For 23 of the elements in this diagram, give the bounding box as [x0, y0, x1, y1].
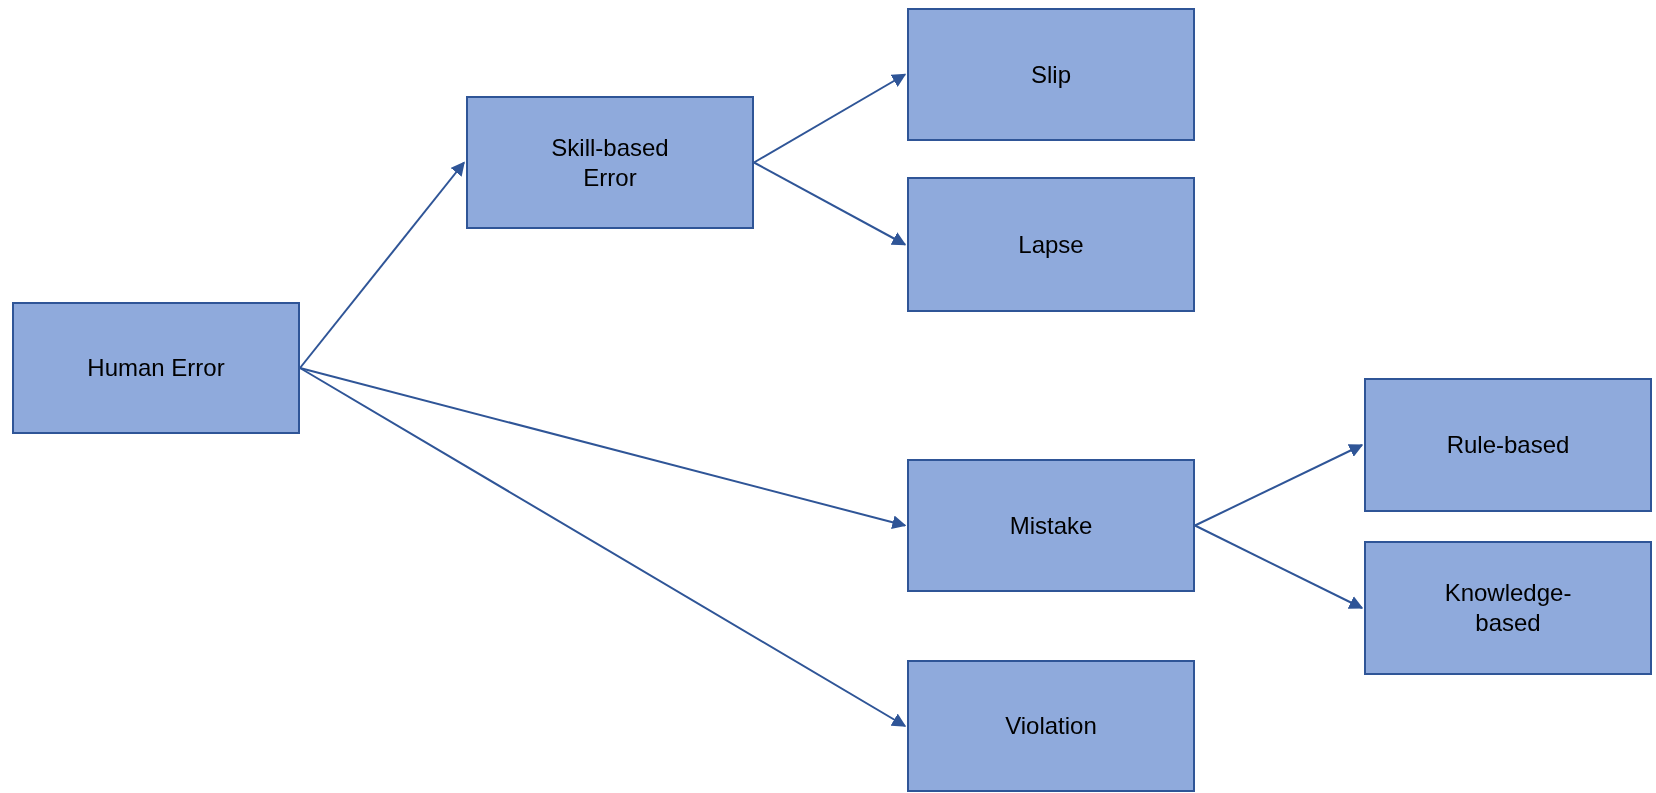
box-label: Mistake [1009, 510, 1093, 541]
box-label: Human Error [87, 353, 225, 383]
box-label: Skill-based Error [550, 132, 670, 193]
arrow [753, 73, 907, 164]
box-label: Slip [1031, 59, 1071, 90]
box-label: Rule-based [1446, 430, 1570, 460]
process-box [907, 177, 1195, 312]
box-label: Violation [1005, 711, 1097, 741]
arrow [299, 367, 907, 530]
process-box [12, 302, 300, 434]
arrow [753, 161, 907, 246]
process-box [1364, 378, 1652, 512]
arrow [1194, 444, 1364, 527]
process-box [466, 96, 754, 229]
arrow [1194, 524, 1364, 609]
process-box [907, 660, 1195, 792]
process-box [1364, 541, 1652, 675]
box-label: Knowledge-based [1443, 578, 1573, 638]
box-label: Lapse [1018, 229, 1084, 260]
process-box [907, 8, 1195, 141]
arrow [299, 367, 907, 727]
arrow [299, 161, 465, 369]
process-box [907, 459, 1195, 592]
